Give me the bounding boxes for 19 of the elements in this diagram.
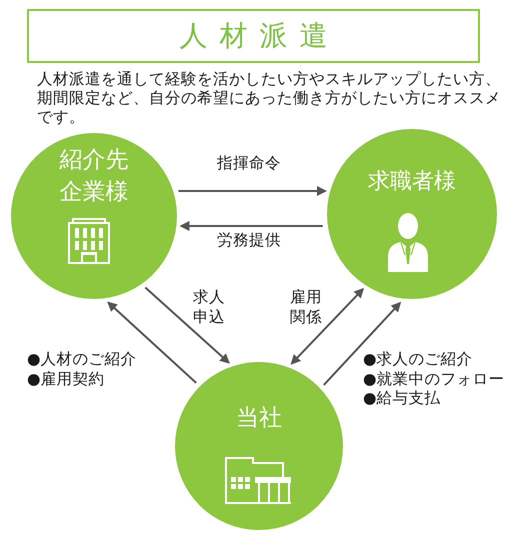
node-label: 当社 — [235, 404, 283, 433]
arrow — [144, 286, 230, 364]
arrow — [178, 186, 327, 196]
list-item: ●人材のご紹介 — [27, 350, 137, 370]
list-item: ●求人のご紹介 — [363, 350, 473, 370]
list-item: ●雇用契約 — [27, 370, 105, 389]
arrow — [323, 302, 402, 386]
arrow — [107, 301, 197, 384]
title-box: 人材派遣 — [27, 9, 480, 63]
arrow — [179, 221, 323, 231]
edge-label: 雇用関係 — [290, 287, 324, 327]
edge-label: 指揮命令 — [217, 153, 282, 173]
list-item: ●就業中のフォロー — [363, 370, 505, 389]
node-label: 求職者様 — [367, 168, 457, 196]
edge-label: 労務提供 — [217, 230, 282, 250]
list-item: ●給与支払 — [363, 389, 441, 408]
arrow — [290, 288, 364, 365]
node-label: 紹介先企業様 — [58, 146, 130, 207]
description: 人材派遣を通して経験を活かしたい方やスキルアップしたい方、期間限定など、自分の希望にあった働き方がしたい方にオススメです。 — [37, 70, 502, 127]
